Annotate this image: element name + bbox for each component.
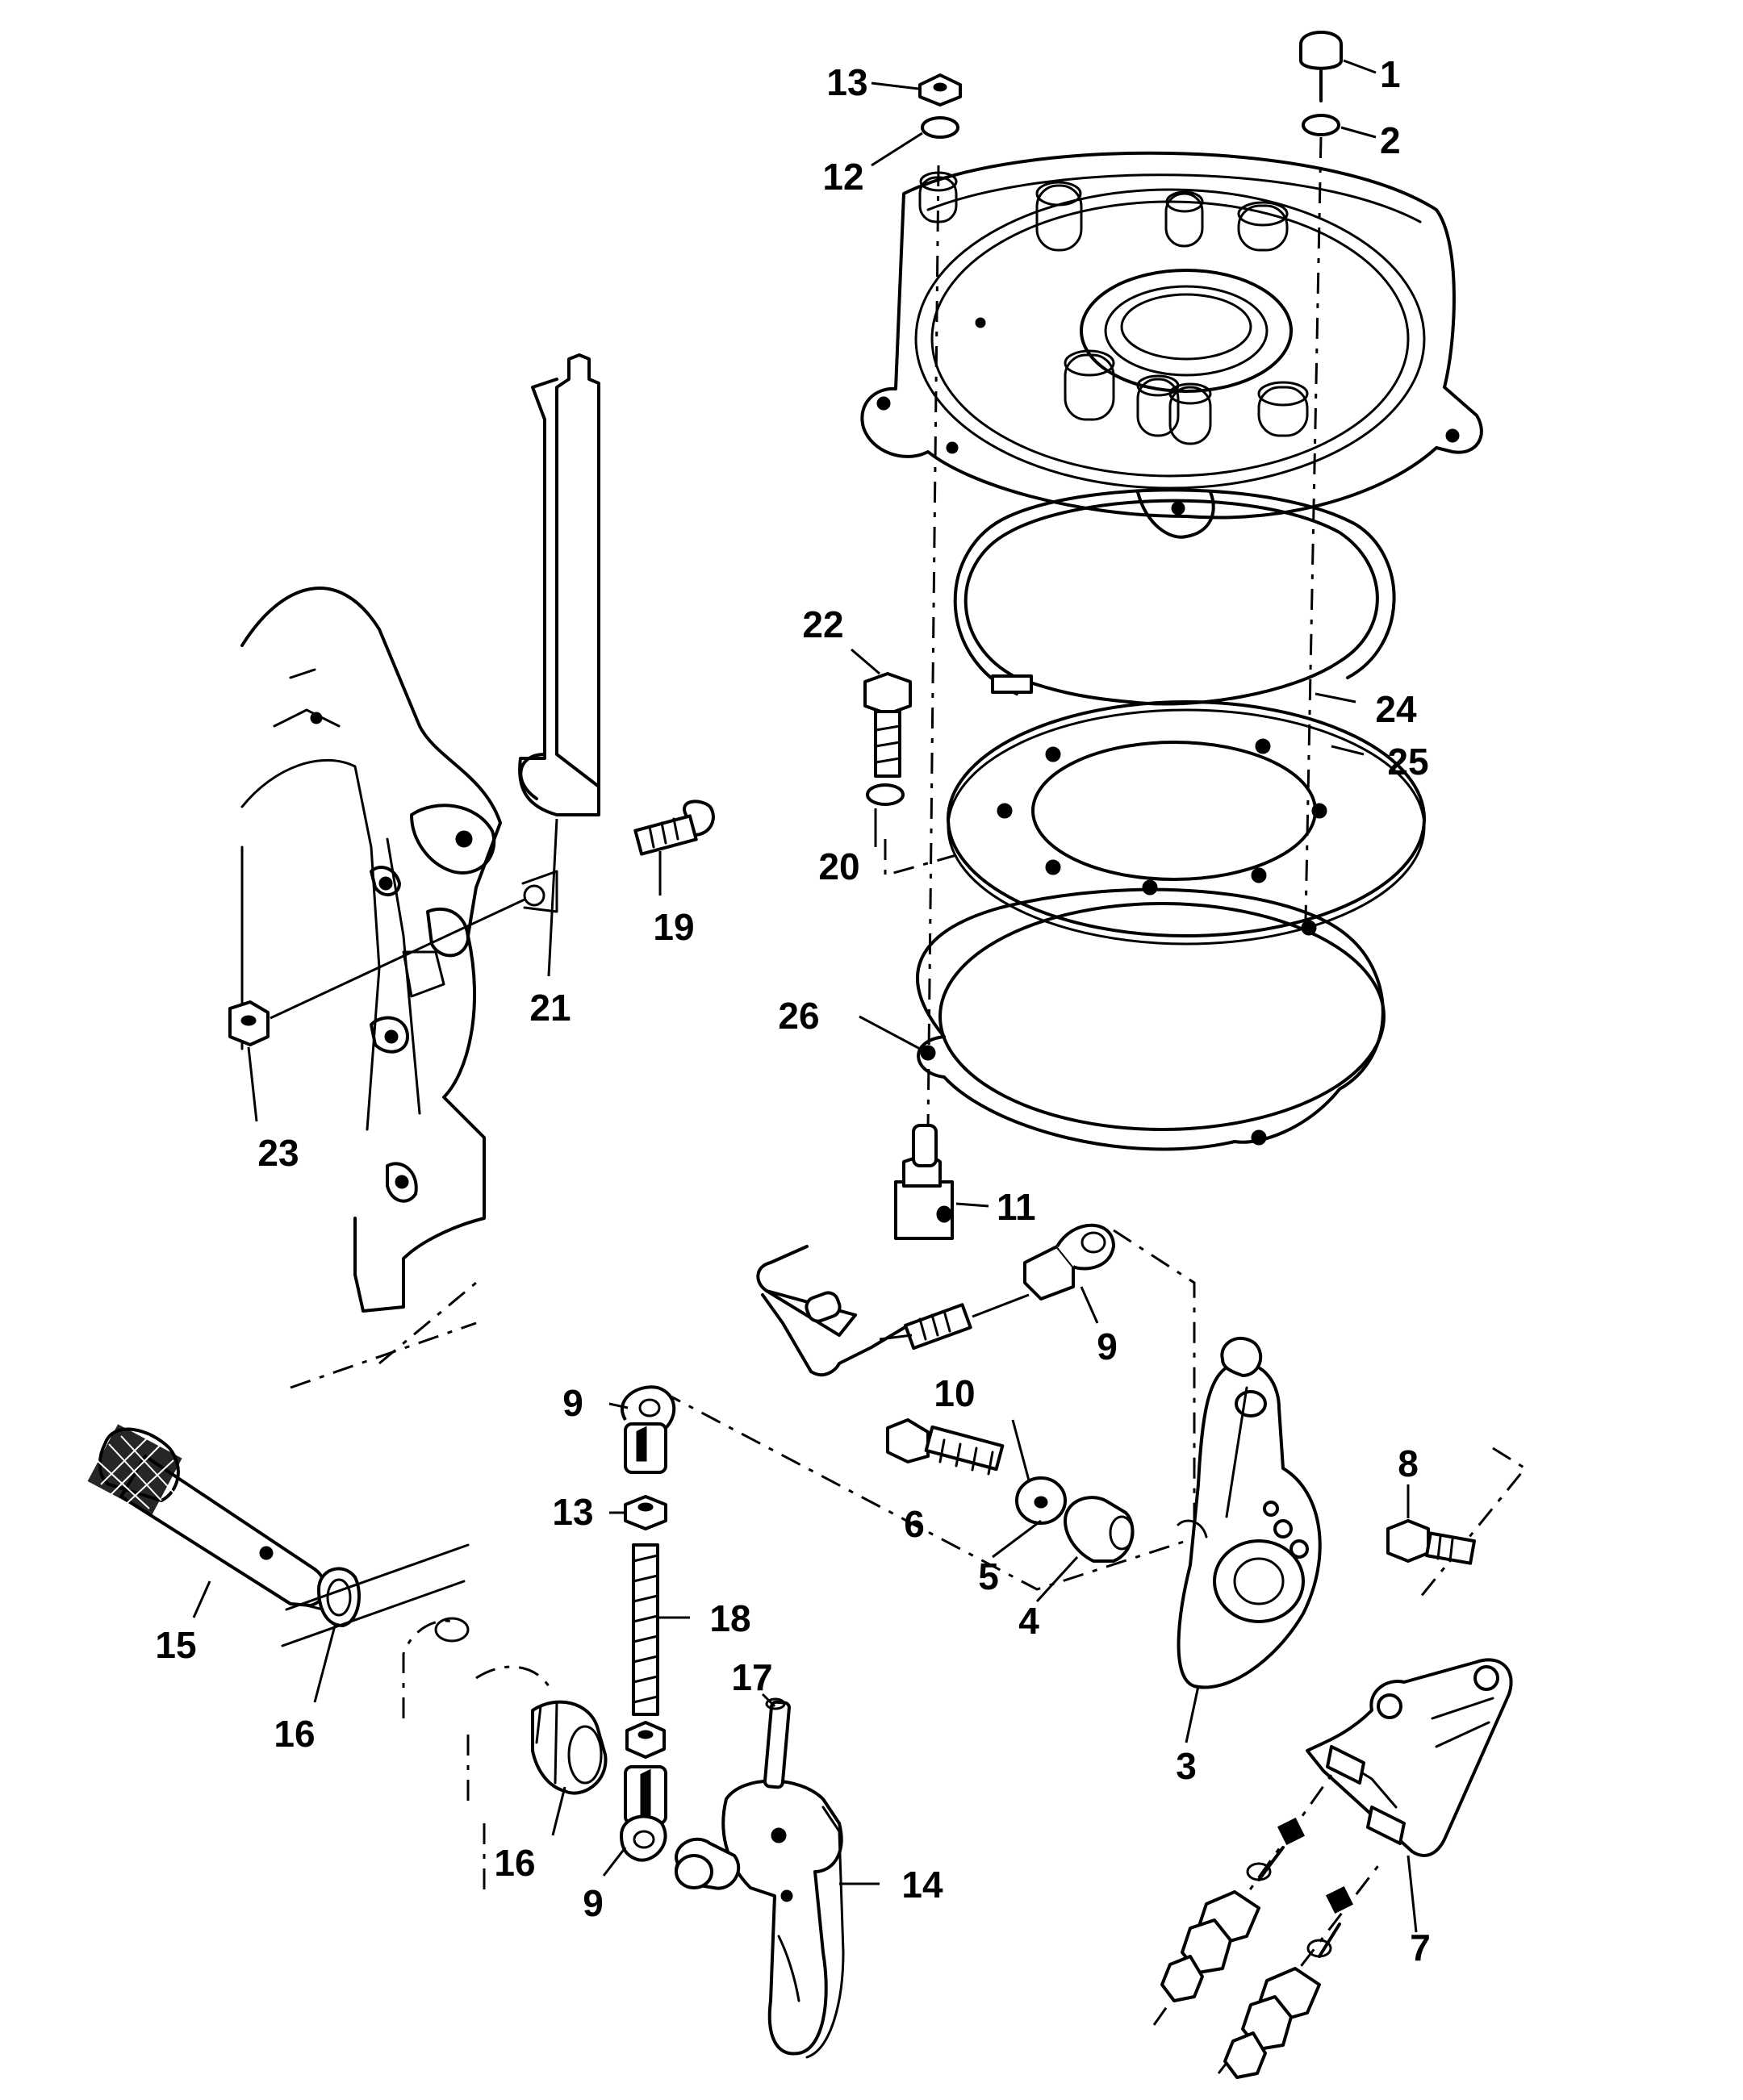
callout-12: 12 <box>822 156 863 198</box>
roll-pin-17 <box>763 1697 791 1789</box>
bolt-8 <box>1386 1519 1477 1565</box>
knurled-shaft-15 <box>87 1424 327 1607</box>
bracket-7 <box>1306 1658 1513 1857</box>
callout-26: 26 <box>778 995 819 1037</box>
callout-7: 7 <box>1410 1927 1431 1968</box>
crankcase-section <box>240 587 502 1313</box>
callout-25: 25 <box>1387 741 1428 783</box>
callout-22: 22 <box>802 603 843 645</box>
ball-joint-9-upper <box>1023 1223 1115 1300</box>
callout-9-lower: 9 <box>583 1882 604 1924</box>
callout-labels: 1 2 3 4 5 6 7 8 9 9 9 10 11 12 13 13 14 … <box>155 53 1430 1968</box>
callout-15: 15 <box>155 1624 196 1666</box>
callout-14: 14 <box>901 1864 943 1906</box>
ball-joint-9-mid <box>621 1385 676 1474</box>
bracket-21 <box>518 353 600 913</box>
callout-3: 3 <box>1176 1745 1197 1787</box>
callout-6: 6 <box>904 1503 925 1545</box>
washer-2 <box>1302 114 1340 136</box>
bushing-16-upper <box>281 1543 470 1647</box>
magneto-housing <box>860 151 1483 539</box>
callout-5: 5 <box>978 1555 999 1597</box>
callout-20: 20 <box>818 845 859 887</box>
callout-10: 10 <box>934 1372 975 1414</box>
callout-16-upper: 16 <box>274 1713 315 1755</box>
callout-13-mid: 13 <box>552 1491 593 1533</box>
threaded-stud-18 <box>625 1543 666 1759</box>
callout-2: 2 <box>1380 119 1401 161</box>
phantom-boss <box>434 1617 470 1643</box>
callout-21: 21 <box>529 987 571 1029</box>
callout-24: 24 <box>1375 688 1417 730</box>
throttle-lever-14 <box>675 1779 845 2059</box>
callout-8: 8 <box>1398 1442 1419 1484</box>
nut-13-mid <box>624 1495 667 1530</box>
bolt-22 <box>863 672 912 778</box>
callout-1: 1 <box>1380 53 1401 95</box>
screw-1 <box>1299 31 1343 102</box>
gasket <box>916 887 1386 1151</box>
callout-9-mid: 9 <box>562 1382 583 1424</box>
washer-20 <box>866 783 905 806</box>
pivot-block-11 <box>894 1124 954 1240</box>
callout-13-top: 13 <box>826 61 867 103</box>
callout-19: 19 <box>653 906 694 948</box>
phantom-bracket <box>402 1619 550 1896</box>
bushing-16-lower <box>531 1700 608 1795</box>
callout-4: 4 <box>1018 1600 1039 1642</box>
spacer-4 <box>1064 1496 1135 1563</box>
callout-17: 17 <box>731 1656 772 1698</box>
ball-joint-9-lower <box>620 1765 667 1862</box>
leader-lines <box>192 59 1418 1933</box>
mounting-plate <box>947 700 1426 946</box>
washer-12 <box>921 116 959 139</box>
bolt-6 <box>886 1418 1005 1476</box>
cam-lever-3 <box>1177 1337 1322 1689</box>
callout-11: 11 <box>997 1186 1036 1228</box>
callout-18: 18 <box>709 1597 750 1639</box>
nut-13-top <box>918 73 962 106</box>
callout-9-upper: 9 <box>1097 1326 1118 1367</box>
bolt-19 <box>633 800 715 856</box>
retaining-ring <box>953 488 1396 706</box>
cable-fittings <box>1152 1774 1381 2079</box>
callout-23: 23 <box>257 1132 299 1174</box>
washer-5 <box>1015 1476 1067 1525</box>
callout-16-lower: 16 <box>494 1842 535 1884</box>
link-rod-10 <box>756 1245 1030 1377</box>
nut-23 <box>228 1000 270 1046</box>
